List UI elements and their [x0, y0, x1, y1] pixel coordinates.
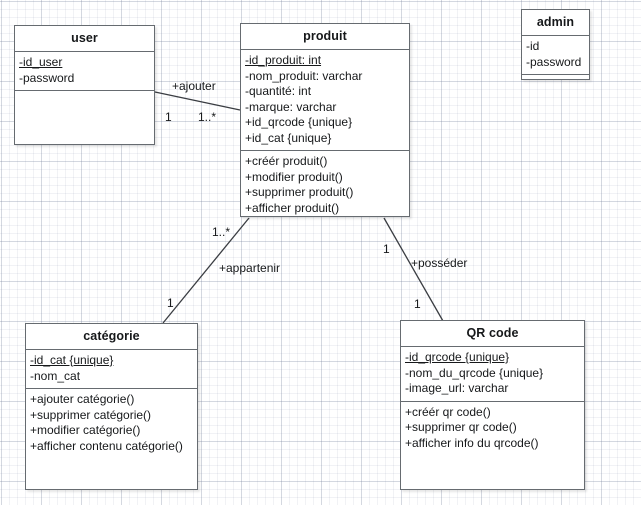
multiplicity-produit-side-appartenir: 1..* [212, 225, 231, 239]
class-operations-admin [522, 75, 589, 85]
class-title-admin: admin [522, 10, 589, 36]
attribute-row: +id_qrcode {unique} [245, 115, 353, 129]
attribute-row: -nom_cat [30, 368, 81, 383]
operation-row: +afficher produit() [245, 200, 340, 215]
association-label-ajouter: +ajouter [172, 79, 216, 93]
operation-row: +supprimer qr code() [405, 420, 517, 434]
association-label-posseder: +posséder [411, 256, 468, 270]
attribute-row: -id_qrcode {unique} [405, 350, 510, 364]
multiplicity-qrcode-side: 1 [414, 297, 421, 311]
class-box-produit[interactable]: produit -id_produit: int -nom_produit: v… [240, 23, 410, 217]
class-attributes-user: -id_user -password [15, 52, 154, 91]
class-operations-user [15, 91, 154, 101]
multiplicity-produit-side-ajouter: 1..* [198, 110, 217, 124]
attribute-row: -id_cat {unique} [30, 353, 114, 367]
class-attributes-admin: -id -password [522, 36, 589, 75]
class-title-produit: produit [241, 24, 409, 50]
attribute-row: -image_url: varchar [405, 381, 509, 395]
class-title-qrcode: QR code [401, 321, 584, 347]
attribute-row: -nom_du_qrcode {unique} [405, 365, 544, 380]
class-attributes-produit: -id_produit: int -nom_produit: varchar -… [241, 50, 409, 151]
operation-row: +créér produit() [245, 154, 328, 168]
class-title-categorie: catégorie [26, 324, 197, 350]
class-title-user: user [15, 26, 154, 52]
attribute-row: -id_produit: int [245, 53, 322, 67]
class-operations-categorie: +ajouter catégorie() +supprimer catégori… [26, 389, 197, 458]
class-box-categorie[interactable]: catégorie -id_cat {unique} -nom_cat +ajo… [25, 323, 198, 490]
attribute-row: -marque: varchar [245, 99, 337, 114]
attribute-row: +id_cat {unique} [245, 130, 332, 145]
attribute-row: -password [19, 70, 75, 85]
operation-row: +modifier produit() [245, 169, 343, 184]
association-label-appartenir: +appartenir [219, 261, 281, 275]
class-box-user[interactable]: user -id_user -password [14, 25, 155, 145]
multiplicity-produit-side-posseder: 1 [383, 242, 390, 256]
operation-row: +ajouter catégorie() [30, 392, 135, 406]
attribute-row: -nom_produit: varchar [245, 68, 363, 83]
attribute-row: -id_user [19, 55, 63, 69]
class-box-admin[interactable]: admin -id -password [521, 9, 590, 80]
class-attributes-qrcode: -id_qrcode {unique} -nom_du_qrcode {uniq… [401, 347, 584, 402]
operation-row: +afficher contenu catégorie() [30, 438, 183, 453]
class-operations-qrcode: +créér qr code() +supprimer qr code() +a… [401, 402, 584, 456]
attribute-row: -id [526, 39, 540, 53]
operation-row: +supprimer catégorie() [30, 407, 152, 422]
attribute-row: -quantité: int [245, 84, 312, 98]
operation-row: +créér qr code() [405, 404, 491, 419]
association-line-user-produit [154, 91, 241, 111]
multiplicity-categorie-side: 1 [167, 296, 174, 310]
class-attributes-categorie: -id_cat {unique} -nom_cat [26, 350, 197, 389]
operation-row: +supprimer produit() [245, 185, 354, 199]
attribute-row: -password [526, 54, 582, 69]
class-operations-produit: +créér produit() +modifier produit() +su… [241, 151, 409, 220]
multiplicity-user-side: 1 [165, 110, 172, 124]
operation-row: +modifier catégorie() [30, 423, 141, 437]
class-box-qrcode[interactable]: QR code -id_qrcode {unique} -nom_du_qrco… [400, 320, 585, 490]
operation-row: +afficher info du qrcode() [405, 435, 539, 450]
